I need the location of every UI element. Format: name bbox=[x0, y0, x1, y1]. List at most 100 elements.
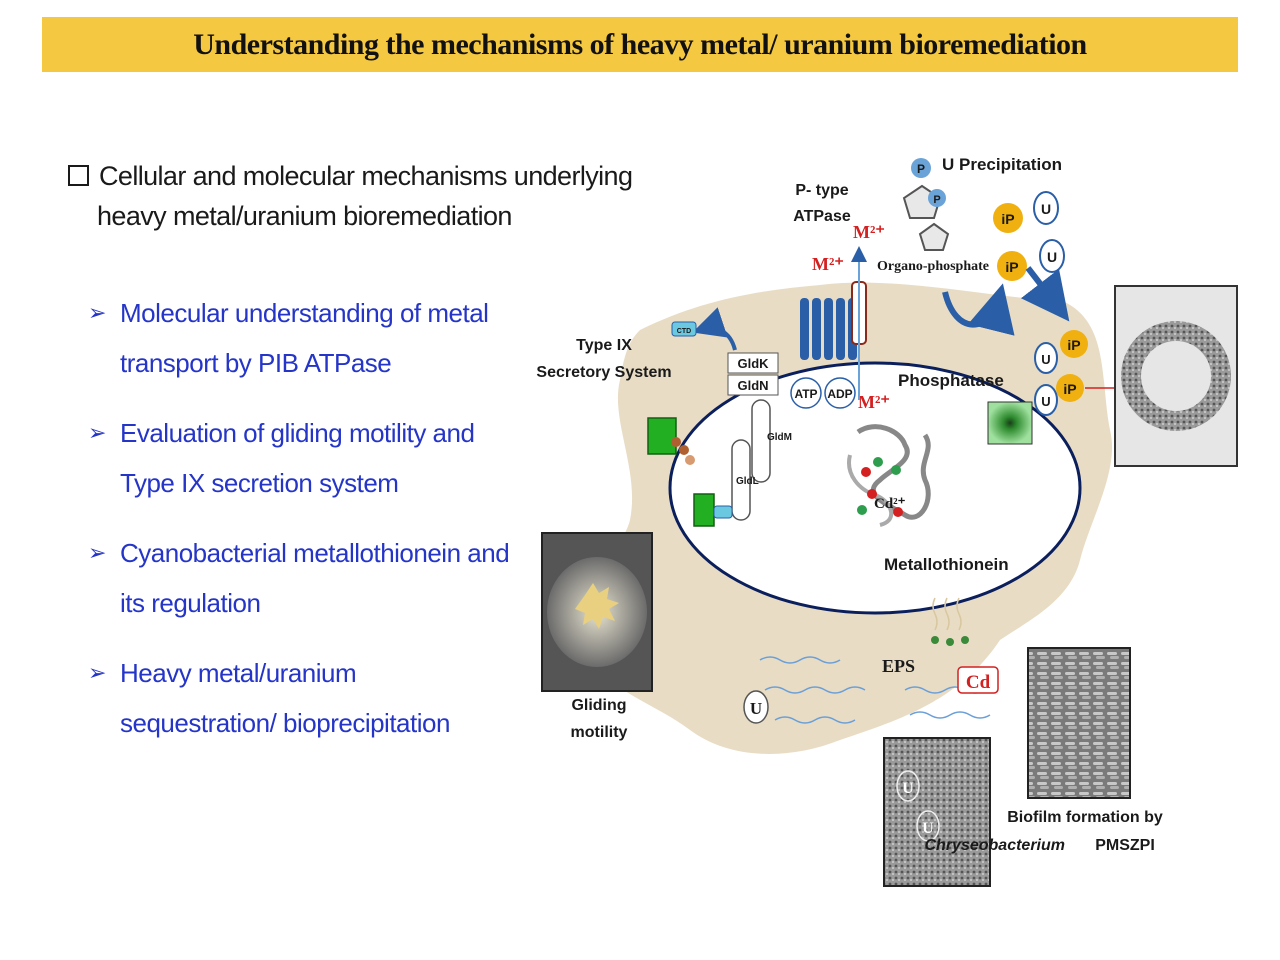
gldk-label: GldK bbox=[737, 356, 769, 371]
sem-uranium-image bbox=[883, 737, 991, 887]
surface-bead bbox=[931, 636, 939, 644]
adp-label: ADP bbox=[827, 387, 852, 401]
bullet-item: ➢ Evaluation of gliding motility and Typ… bbox=[88, 408, 528, 508]
bullet-line-1: Molecular understanding of metal bbox=[120, 298, 489, 328]
uranium-icon bbox=[1033, 191, 1059, 225]
tem-precipitate-ring bbox=[1121, 321, 1231, 431]
bullet-line-2: its regulation bbox=[120, 588, 261, 618]
biofilm-species-label: Chryseobacterium bbox=[925, 837, 1066, 854]
uranium-icon bbox=[743, 690, 769, 724]
ctd-label: CTD bbox=[677, 328, 691, 335]
ip-label: iP bbox=[1005, 259, 1018, 275]
ip-label: iP bbox=[1001, 211, 1014, 227]
uranium-label: U bbox=[1041, 352, 1050, 367]
secretion-arrow-icon bbox=[692, 307, 737, 351]
bioremediation-diagram: P U Precipitation P- type ATPase M²⁺ M²⁺… bbox=[536, 155, 1238, 887]
phosphatase-label: Phosphatase bbox=[898, 371, 1004, 390]
type-ix-label-2: Secretory System bbox=[536, 364, 671, 381]
phosphatase-assay-image bbox=[987, 401, 1033, 445]
gldm-label: GldM bbox=[767, 432, 792, 443]
adp-bubble bbox=[824, 377, 856, 409]
arrow-bullet-icon: ➢ bbox=[88, 420, 106, 445]
heading-line-1: Cellular and molecular mechanisms underl… bbox=[99, 161, 633, 191]
phosphate-label: P bbox=[933, 194, 940, 206]
surface-bead bbox=[961, 636, 969, 644]
phosphate-icon bbox=[911, 158, 931, 178]
bullet-line-2: Type IX secretion system bbox=[120, 468, 399, 498]
uranium-label: U bbox=[1041, 201, 1051, 217]
ctd-tag bbox=[713, 505, 733, 519]
p-type-label-2: ATPase bbox=[793, 208, 851, 225]
uranium-icon bbox=[896, 770, 920, 802]
organo-phosphate-icon bbox=[918, 222, 950, 251]
uranium-label: U bbox=[1047, 249, 1057, 265]
gldl-protein bbox=[731, 439, 751, 521]
atpase-transporter bbox=[800, 298, 857, 360]
bullet-item: ➢ Heavy metal/uranium sequestration/ bio… bbox=[88, 648, 528, 748]
arrow-bullet-icon: ➢ bbox=[88, 660, 106, 685]
u-precipitation-label: U Precipitation bbox=[942, 155, 1062, 174]
cadmium-box bbox=[957, 666, 999, 694]
arrow-icon bbox=[1020, 266, 1070, 322]
biofilm-strain-label: PMSZPI bbox=[1095, 837, 1155, 854]
ctd-tag bbox=[671, 321, 697, 337]
arrow-bullet-icon: ➢ bbox=[88, 300, 106, 325]
ip-label: iP bbox=[1067, 337, 1080, 353]
metal-ion-label: M²⁺ bbox=[812, 254, 844, 274]
organo-phosphate-label: Organo-phosphate bbox=[877, 259, 989, 274]
uranium-label: U bbox=[902, 780, 914, 797]
adhesin-bead bbox=[679, 445, 689, 455]
bullet-item: ➢ Molecular understanding of metal trans… bbox=[88, 288, 528, 388]
gldl-label: GldL bbox=[736, 476, 759, 487]
curved-arrow-icon bbox=[942, 283, 1015, 336]
adhesin-bead bbox=[671, 437, 681, 447]
secreted-protein-box bbox=[693, 493, 715, 527]
title-bar: Understanding the mechanisms of heavy me… bbox=[42, 17, 1238, 72]
cadmium-label: Cd bbox=[966, 672, 991, 693]
gldn-box bbox=[727, 374, 779, 396]
bullet-line-2: transport by PIB ATPase bbox=[120, 348, 392, 378]
surface-bead bbox=[946, 638, 954, 646]
page-title: Understanding the mechanisms of heavy me… bbox=[193, 27, 1087, 61]
heading-line-2: heavy metal/uranium bioremediation bbox=[97, 201, 512, 231]
uranium-icon bbox=[916, 810, 940, 842]
phosphate-icon bbox=[928, 189, 946, 207]
uranium-label: U bbox=[1041, 394, 1050, 409]
inorganic-phosphate-icon bbox=[997, 251, 1027, 281]
uranium-label: U bbox=[922, 820, 934, 837]
adhesin-bead bbox=[685, 455, 695, 465]
cadmium-ion-label: Cd²⁺ bbox=[874, 496, 906, 512]
eps-label: EPS bbox=[882, 656, 915, 676]
ip-label: iP bbox=[1063, 381, 1076, 397]
metallothionein-structure bbox=[847, 424, 931, 527]
uranium-icon bbox=[1034, 384, 1058, 416]
wavy-lines bbox=[932, 597, 962, 631]
atp-bubble bbox=[790, 377, 822, 409]
p-type-label-1: P- type bbox=[795, 182, 848, 199]
sem-biofilm-image bbox=[1027, 647, 1131, 799]
bullet-line-2: sequestration/ bioprecipitation bbox=[120, 708, 450, 738]
gldk-box bbox=[727, 352, 779, 374]
checkbox-bullet-icon bbox=[68, 165, 89, 186]
section-heading: Cellular and molecular mechanisms underl… bbox=[68, 156, 633, 236]
metal-ion-label: M²⁺ bbox=[858, 392, 890, 412]
secreted-protein-box bbox=[647, 417, 677, 455]
metallothionein-label: Metallothionein bbox=[884, 555, 1009, 574]
gliding-label-2: motility bbox=[571, 724, 628, 741]
type-ix-label-1: Type IX bbox=[576, 337, 632, 354]
uranium-label: U bbox=[750, 699, 762, 718]
bullet-item: ➢ Cyanobacterial metallothionein and its… bbox=[88, 528, 528, 628]
inorganic-phosphate-icon bbox=[993, 203, 1023, 233]
metal-ion-label: M²⁺ bbox=[853, 222, 885, 242]
uranium-icon bbox=[1034, 342, 1058, 374]
bullet-list: ➢ Molecular understanding of metal trans… bbox=[88, 288, 528, 768]
gldn-label: GldN bbox=[737, 378, 768, 393]
bullet-line-1: Heavy metal/uranium bbox=[120, 658, 357, 688]
gldm-protein bbox=[751, 399, 771, 483]
gliding-label-1: Gliding bbox=[571, 697, 626, 714]
atp-label: ATP bbox=[794, 387, 817, 401]
inorganic-phosphate-icon bbox=[1056, 374, 1084, 402]
bullet-line-1: Evaluation of gliding motility and bbox=[120, 418, 475, 448]
biofilm-label-1: Biofilm formation by bbox=[1007, 809, 1163, 826]
arrow-bullet-icon: ➢ bbox=[88, 540, 106, 565]
